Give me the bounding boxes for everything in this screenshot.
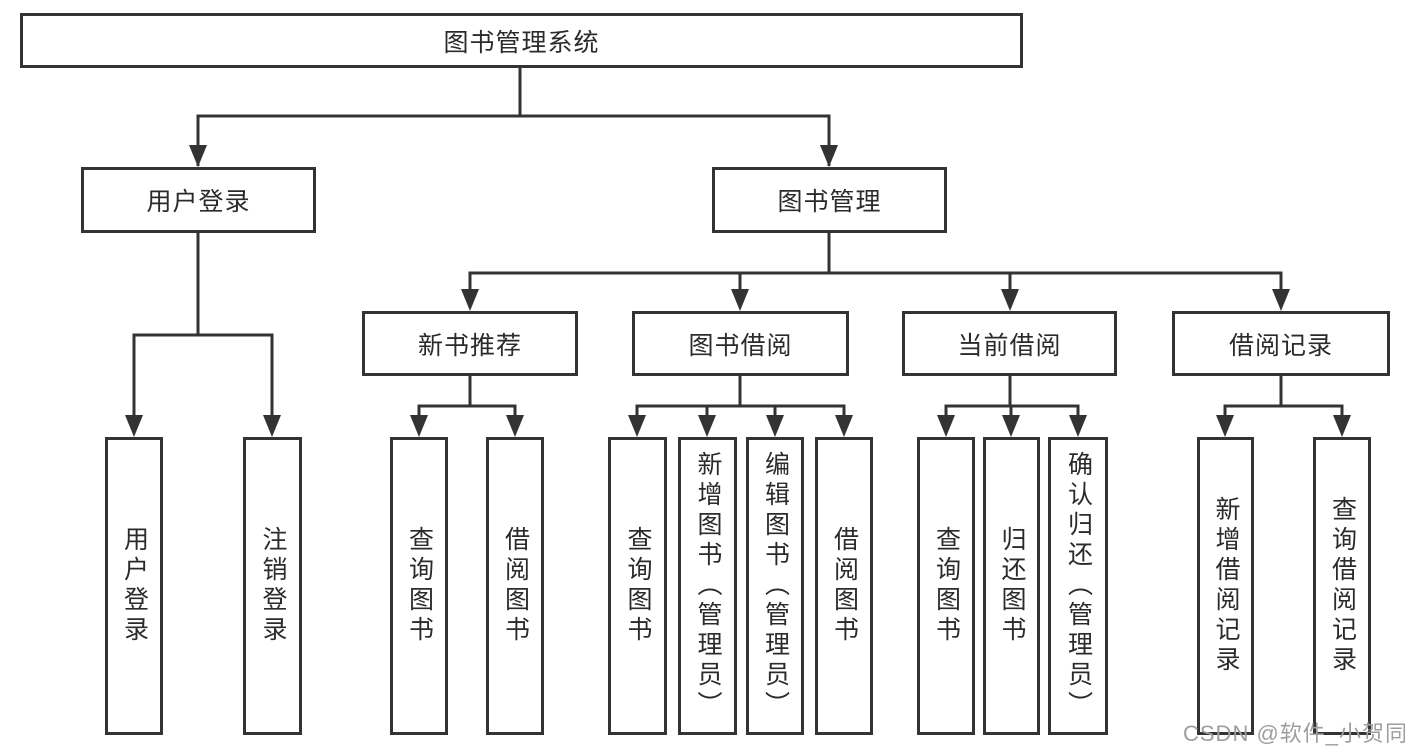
leaf-query-books: 查询图书 (608, 437, 667, 735)
node-book-borrowing: 图书借阅 (632, 311, 849, 376)
leaf-query-books: 查询图书 (390, 437, 448, 735)
connector-level3-rake (468, 271, 1283, 305)
arrowhead (263, 415, 281, 437)
arrowhead (835, 415, 853, 437)
leaf-add-books-admin: 新增图书（管理员） (678, 437, 737, 735)
leaf-borrow-books: 借阅图书 (815, 437, 873, 735)
node-library-management-system: 图书管理系统 (20, 13, 1023, 68)
arrowhead (766, 415, 784, 437)
arrowhead (1069, 415, 1087, 437)
arrowhead (461, 289, 479, 311)
arrowhead (628, 415, 646, 437)
arrowhead (937, 415, 955, 437)
node-user-login: 用户登录 (81, 167, 316, 233)
connector-borrow-rake (635, 404, 846, 430)
connector-records-rake (1223, 404, 1344, 430)
arrowhead (820, 145, 838, 167)
leaf-query-borrow-record: 查询借阅记录 (1313, 437, 1371, 735)
leaf-borrow-books: 借阅图书 (486, 437, 544, 735)
leaf-add-borrow-record: 新增借阅记录 (1197, 437, 1254, 735)
leaf-user-login: 用户登录 (105, 437, 163, 735)
arrowhead (1216, 415, 1234, 437)
node-borrowing-records: 借阅记录 (1172, 311, 1390, 376)
arrowhead (189, 145, 207, 167)
leaf-edit-books-admin: 编辑图书（管理员） (746, 437, 804, 735)
connector-login-rake (132, 333, 274, 430)
arrowhead (1002, 415, 1020, 437)
connector-newbook-rake (417, 404, 517, 430)
leaf-confirm-return-admin: 确认归还（管理员） (1048, 437, 1108, 735)
arrowhead (698, 415, 716, 437)
arrowhead (1333, 415, 1351, 437)
leaf-logout: 注销登录 (243, 437, 302, 735)
leaf-return-books: 归还图书 (983, 437, 1040, 735)
arrowhead (506, 415, 524, 437)
arrowhead (125, 415, 143, 437)
node-new-book-recommendation: 新书推荐 (362, 311, 578, 376)
arrowhead (1001, 289, 1019, 311)
node-current-borrowing: 当前借阅 (902, 311, 1117, 376)
arrowhead (410, 415, 428, 437)
csdn-watermark: CSDN @软件_小贺同学 (1183, 721, 1405, 746)
node-book-management: 图书管理 (712, 167, 947, 233)
leaf-query-books: 查询图书 (917, 437, 975, 735)
connector-level2-rake (196, 114, 831, 166)
arrowhead (1272, 289, 1290, 311)
arrowhead (731, 289, 749, 311)
